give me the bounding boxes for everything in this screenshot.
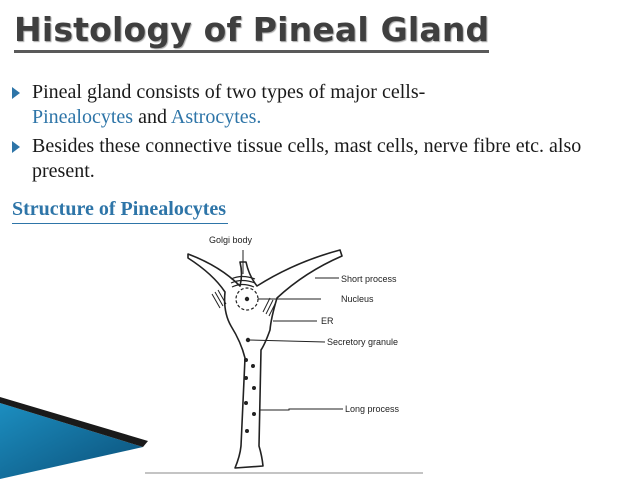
term-astrocytes: Astrocytes. bbox=[170, 106, 262, 128]
bullet-arrow-icon bbox=[12, 141, 20, 153]
label-secretory-granule: Secretory granule bbox=[327, 337, 398, 347]
bullet-arrow-icon bbox=[12, 87, 20, 99]
label-short-process: Short process bbox=[341, 274, 397, 284]
golgi-body-shape bbox=[230, 275, 256, 288]
er-right-shape bbox=[262, 297, 277, 317]
label-leader-lines bbox=[242, 250, 343, 411]
label-long-process: Long process bbox=[345, 404, 400, 414]
secretory-granules bbox=[244, 337, 256, 433]
title-container: Histology of Pineal Gland bbox=[14, 10, 490, 53]
slide-title: Histology of Pineal Gland bbox=[14, 10, 490, 53]
er-left-shape bbox=[211, 289, 227, 309]
section-subheading: Structure of Pinealocytes bbox=[12, 198, 229, 224]
term-pinealocytes: Pinealocytes bbox=[32, 106, 134, 128]
pinealocyte-diagram: Golgi body Short process Nucleus ER Secr… bbox=[145, 235, 423, 474]
corner-wedge-decoration bbox=[0, 397, 148, 479]
label-nucleus: Nucleus bbox=[341, 294, 374, 304]
bullet-item-cell-types: Pineal gland consists of two types of ma… bbox=[10, 80, 610, 130]
label-golgi-body: Golgi body bbox=[209, 235, 253, 245]
bullet-text: Besides these connective tissue cells, m… bbox=[32, 135, 582, 182]
bullet-item-other-cells: Besides these connective tissue cells, m… bbox=[10, 134, 610, 184]
bullet-conjunction: and bbox=[133, 106, 171, 128]
bullet-list: Pineal gland consists of two types of ma… bbox=[10, 80, 610, 188]
label-er: ER bbox=[321, 316, 334, 326]
nucleolus-shape bbox=[244, 296, 250, 302]
bullet-text: Pineal gland consists of two types of ma… bbox=[32, 81, 426, 103]
cell-outline bbox=[187, 249, 343, 469]
